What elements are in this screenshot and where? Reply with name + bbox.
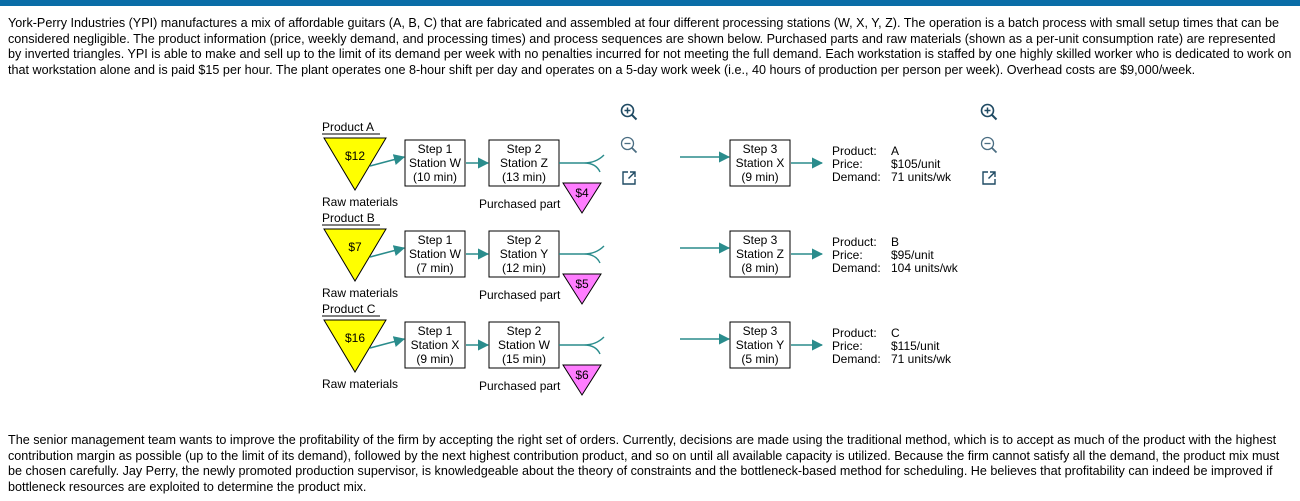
- step3-time: (5 min): [741, 352, 778, 366]
- step1-label: Step 1: [418, 324, 453, 338]
- raw-materials-label: Raw materials: [322, 377, 398, 391]
- demand-key: Demand:: [832, 261, 881, 275]
- step1-box: [404, 321, 466, 369]
- raw-material-cost: $12: [345, 149, 365, 163]
- raw-material-triangle: [323, 137, 387, 191]
- price-value: $95/unit: [891, 248, 934, 262]
- raw-materials-label: Raw materials: [322, 286, 398, 300]
- step3-station: Station X: [736, 156, 785, 170]
- zoom-in-icon[interactable]: [977, 100, 1001, 124]
- step1-box: [404, 139, 466, 187]
- step3-label: Step 3: [743, 142, 778, 156]
- problem-intro-text: York-Perry Industries (YPI) manufactures…: [8, 16, 1292, 77]
- step3-box: [729, 230, 791, 278]
- step1-station: Station W: [409, 156, 462, 170]
- product-key: Product:: [832, 326, 877, 340]
- raw-material-triangle: [323, 319, 387, 373]
- product-title: Product A: [322, 120, 374, 134]
- step2-station: Station Z: [500, 156, 548, 170]
- demand-value: 104 units/wk: [891, 261, 959, 275]
- step2-station: Station W: [498, 338, 551, 352]
- step2-label: Step 2: [507, 233, 542, 247]
- step1-time: (9 min): [416, 352, 453, 366]
- expand-icon[interactable]: [977, 166, 1001, 190]
- step2-label: Step 2: [507, 324, 542, 338]
- purchased-part-triangle: [562, 182, 602, 214]
- step3-station: Station Y: [736, 338, 784, 352]
- flow-arrow: [369, 336, 406, 349]
- raw-material-cost: $16: [345, 331, 365, 345]
- problem-outro-text: The senior management team wants to impr…: [8, 433, 1280, 494]
- step2-box: [488, 321, 560, 369]
- flow-arrow: [369, 154, 406, 167]
- demand-key: Demand:: [832, 170, 881, 184]
- step2-time: (12 min): [502, 261, 546, 275]
- zoom-out-icon[interactable]: [977, 133, 1001, 157]
- step3-time: (8 min): [741, 261, 778, 275]
- merge-connector: [559, 336, 605, 355]
- step3-time: (9 min): [741, 170, 778, 184]
- step2-label: Step 2: [507, 142, 542, 156]
- step1-station: Station W: [409, 247, 462, 261]
- step3-box: [729, 321, 791, 369]
- step3-label: Step 3: [743, 324, 778, 338]
- merge-connector: [559, 154, 605, 173]
- step2-station: Station Y: [500, 247, 548, 261]
- price-value: $115/unit: [891, 339, 940, 353]
- step3-label: Step 3: [743, 233, 778, 247]
- purchased-part-triangle: [562, 364, 602, 396]
- step1-station: Station X: [411, 338, 460, 352]
- step1-label: Step 1: [418, 233, 453, 247]
- product-value: A: [891, 144, 899, 158]
- step3-station: Station Z: [736, 247, 784, 261]
- flow-arrow: [369, 245, 406, 258]
- step1-time: (7 min): [416, 261, 453, 275]
- price-value: $105/unit: [891, 157, 941, 171]
- raw-material-cost: $7: [348, 240, 362, 254]
- step1-box: [404, 230, 466, 278]
- step2-box: [488, 139, 560, 187]
- product-key: Product:: [832, 235, 877, 249]
- zoom-out-icon[interactable]: [617, 133, 641, 157]
- demand-value: 71 units/wk: [891, 352, 952, 366]
- step2-time: (13 min): [502, 170, 546, 184]
- demand-value: 71 units/wk: [891, 170, 952, 184]
- purchased-part-cost: $4: [575, 186, 589, 200]
- product-value: C: [891, 326, 900, 340]
- purchased-part-triangle: [562, 273, 602, 305]
- raw-material-triangle: [323, 228, 387, 282]
- price-key: Price:: [832, 339, 863, 353]
- purchased-part-label: Purchased part: [479, 379, 561, 393]
- step1-label: Step 1: [418, 142, 453, 156]
- purchased-part-label: Purchased part: [479, 197, 561, 211]
- step1-time: (10 min): [413, 170, 457, 184]
- expand-icon[interactable]: [617, 166, 641, 190]
- step2-time: (15 min): [502, 352, 546, 366]
- purchased-part-cost: $6: [575, 368, 589, 382]
- purchased-part-label: Purchased part: [479, 288, 561, 302]
- product-value: B: [891, 235, 899, 249]
- step3-box: [729, 139, 791, 187]
- product-title: Product B: [322, 211, 375, 225]
- product-key: Product:: [832, 144, 877, 158]
- zoom-in-icon[interactable]: [617, 100, 641, 124]
- demand-key: Demand:: [832, 352, 881, 366]
- product-title: Product C: [322, 302, 376, 316]
- top-accent-bar: [0, 0, 1300, 6]
- raw-materials-label: Raw materials: [322, 195, 398, 209]
- purchased-part-cost: $5: [575, 277, 589, 291]
- merge-connector: [559, 245, 605, 264]
- step2-box: [488, 230, 560, 278]
- price-key: Price:: [832, 157, 863, 171]
- price-key: Price:: [832, 248, 863, 262]
